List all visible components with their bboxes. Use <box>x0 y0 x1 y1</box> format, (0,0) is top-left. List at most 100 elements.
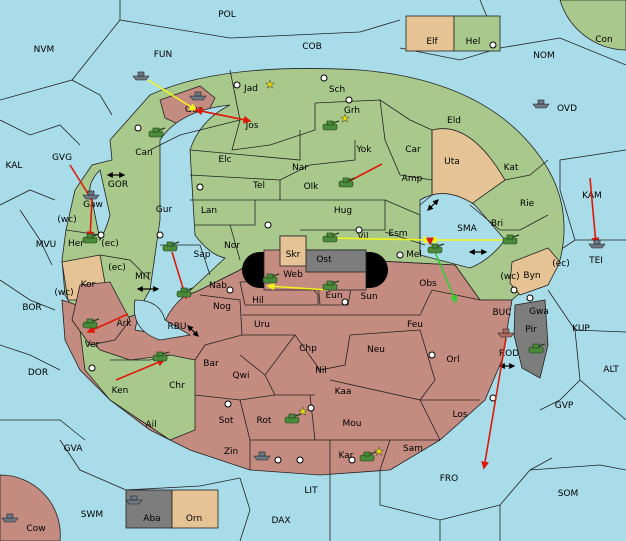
label-Elf: Elf <box>426 37 438 47</box>
label-Neu: Neu <box>367 345 385 355</box>
label-Cow: Cow <box>26 524 45 534</box>
label-BOR: BOR <box>22 303 41 313</box>
label-Chp: Chp <box>299 344 317 354</box>
label-Jos: Jos <box>245 121 259 131</box>
army-unit-Hil[interactable] <box>262 273 280 284</box>
order-Ken-Chr <box>115 358 166 381</box>
army-unit-Her[interactable] <box>82 233 100 244</box>
label-Can: Can <box>135 148 153 158</box>
label-Zin: Zin <box>224 447 238 457</box>
army-unit-Sap[interactable] <box>162 241 180 252</box>
label-wc2: (wc) <box>54 288 73 298</box>
fleet-unit-OVD[interactable] <box>532 99 550 109</box>
label-Vil: Vil <box>358 232 369 242</box>
label-Hel: Hel <box>466 37 481 47</box>
label-GVG: GVG <box>52 153 72 163</box>
region-Ark-area <box>71 281 131 346</box>
label-NVM: NVM <box>34 45 55 55</box>
fleet-unit-Cow[interactable] <box>1 513 19 523</box>
label-KUP: KUP <box>572 324 590 334</box>
label-DAX: DAX <box>271 516 290 526</box>
fleet-unit-Zin[interactable] <box>253 451 271 461</box>
label-Orn: Orn <box>186 514 202 524</box>
label-ec1: (ec) <box>101 239 119 249</box>
order-ROD-Sam <box>481 337 507 470</box>
army-unit-Jos[interactable] <box>148 127 166 138</box>
order-Gua-Jos <box>195 109 252 124</box>
label-Web: Web <box>283 270 303 280</box>
label-Hug: Hug <box>334 206 352 216</box>
fleet-unit-ROD[interactable] <box>497 328 515 338</box>
star-icon: ★ <box>340 112 350 125</box>
label-Sun: Sun <box>360 292 377 302</box>
label-Kaa: Kaa <box>335 387 352 397</box>
label-Chr: Chr <box>169 381 185 391</box>
region-Aba[interactable] <box>125 489 173 529</box>
map-labels: POLNVMFUNCOBNOMConOVDKALGVGKAMTEIMVUBORK… <box>6 10 620 534</box>
fleet-unit-Aba[interactable] <box>125 495 143 505</box>
label-Ost: Ost <box>316 255 332 265</box>
label-Ark: Ark <box>116 319 132 329</box>
label-GVA: GVA <box>64 444 84 454</box>
label-Skr: Skr <box>286 250 301 260</box>
label-MIT: MIT <box>135 272 151 282</box>
label-Nor: Nor <box>224 241 240 251</box>
label-Rie: Rie <box>520 199 535 209</box>
label-Ver: Ver <box>85 340 100 350</box>
label-Qwi: Qwi <box>233 371 250 381</box>
label-ALT: ALT <box>603 365 619 375</box>
label-FRO: FRO <box>440 474 459 484</box>
label-MVU: MVU <box>36 240 57 250</box>
fleet-unit-Gaw[interactable] <box>82 190 100 200</box>
fleet-unit-Gua[interactable] <box>189 91 207 101</box>
label-wc3: (wc) <box>500 272 519 282</box>
army-unit-Kar[interactable] <box>359 451 377 462</box>
label-Uru: Uru <box>254 320 270 330</box>
label-Orl: Orl <box>446 355 459 365</box>
label-Sap: Sap <box>194 250 211 260</box>
label-Gaw: Gaw <box>83 200 103 210</box>
order-FUN-Gua <box>147 79 198 111</box>
army-unit-Rot[interactable] <box>284 413 302 424</box>
region-Byn[interactable] <box>509 247 561 296</box>
label-Olk: Olk <box>304 182 320 192</box>
label-Ail: Ail <box>145 420 156 430</box>
army-unit-Nab[interactable] <box>176 287 194 298</box>
label-Gwa: Gwa <box>529 307 549 317</box>
region-Ost-fill <box>305 249 367 273</box>
label-Car: Car <box>405 145 421 155</box>
fleet-unit-TEI[interactable] <box>588 239 606 249</box>
canal-arrow <box>187 325 199 337</box>
army-unit-Pir[interactable] <box>528 343 546 354</box>
order-KAM-TEI <box>589 177 600 246</box>
label-Nog: Nog <box>213 302 231 312</box>
label-Feu: Feu <box>407 320 423 330</box>
fleet-unit-FUN[interactable] <box>132 71 150 81</box>
region-Hel[interactable] <box>453 15 501 52</box>
label-Lan: Lan <box>201 206 217 216</box>
region-Pir[interactable] <box>513 299 549 379</box>
region-Cow[interactable] <box>0 474 61 541</box>
label-COB: COB <box>302 42 322 52</box>
label-POL: POL <box>218 10 236 20</box>
label-ROD: ROD <box>499 349 519 359</box>
army-unit-Ver[interactable] <box>82 318 100 329</box>
army-unit-Grh[interactable] <box>322 120 340 131</box>
region-Uta[interactable] <box>431 128 506 206</box>
label-Hil: Hil <box>252 296 264 306</box>
star-icon: ★ <box>265 78 275 91</box>
star-icon: ★ <box>374 445 384 458</box>
army-unit-Chr[interactable] <box>152 351 170 362</box>
army-unit-Vil[interactable] <box>322 232 340 243</box>
label-KAL: KAL <box>6 161 23 171</box>
region-Orn[interactable] <box>171 489 219 529</box>
label-SMA: SMA <box>457 224 477 234</box>
army-unit-Esm[interactable] <box>427 243 445 254</box>
army-unit-Bri[interactable] <box>502 234 520 245</box>
order-Eun-Web <box>266 282 329 291</box>
army-unit-Olk[interactable] <box>338 177 356 188</box>
sea-GOR[interactable] <box>89 169 111 242</box>
army-unit-Eun[interactable] <box>322 280 340 291</box>
